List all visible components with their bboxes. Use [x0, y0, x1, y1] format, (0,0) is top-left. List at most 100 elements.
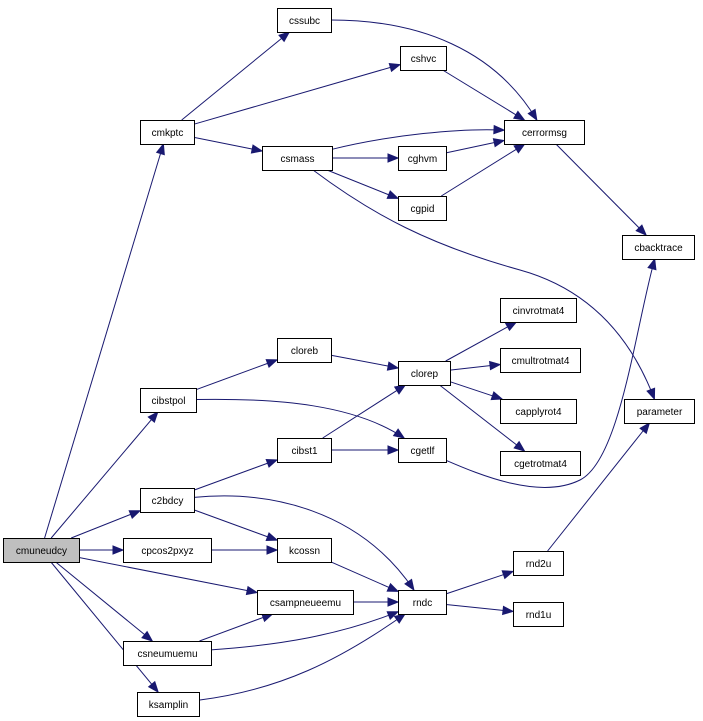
node-label: cmkptc	[152, 128, 184, 139]
arrowhead-icon	[404, 578, 415, 592]
edge-cloreb-to-clorep	[330, 354, 400, 371]
node-cshvc[interactable]: cshvc	[400, 46, 447, 71]
node-cghvm[interactable]: cghvm	[398, 146, 447, 171]
edge-cmuneudcy-to-c2bdcy	[71, 510, 142, 539]
node-kcossn[interactable]: kcossn	[277, 538, 332, 563]
arrowhead-icon	[266, 545, 279, 555]
node-cgpid[interactable]: cgpid	[398, 196, 447, 221]
node-clorep[interactable]: clorep	[398, 361, 451, 386]
edge-line	[555, 143, 641, 229]
edge-rndc-to-rnd2u	[445, 570, 515, 595]
edge-line	[322, 389, 398, 439]
node-cbacktrace[interactable]: cbacktrace	[622, 235, 695, 260]
edge-cghvm-to-cerrormsg	[445, 138, 506, 154]
node-cibst1[interactable]: cibst1	[277, 438, 332, 463]
edge-cmuneudcy-to-cibstpol	[50, 410, 159, 539]
node-cssubc[interactable]: cssubc	[277, 8, 332, 33]
node-box	[277, 8, 332, 33]
edge-cmuneudcy-to-cpcos2pxyz	[79, 545, 125, 555]
arrowhead-icon	[112, 545, 125, 555]
arrowhead-icon	[265, 532, 279, 542]
node-box	[123, 641, 212, 666]
edge-csmass-to-parameter	[312, 169, 656, 401]
node-cloreb[interactable]: cloreb	[277, 338, 332, 363]
edge-c2bdcy-to-rndc	[193, 495, 415, 592]
edge-line	[441, 148, 518, 197]
node-csneumuemu[interactable]: csneumuemu	[123, 641, 212, 666]
node-label: cerrormsg	[522, 128, 567, 139]
node-cmuneudcy[interactable]: cmuneudcy	[3, 538, 80, 563]
edge-cgpid-to-cerrormsg	[441, 143, 526, 197]
node-box	[140, 488, 195, 513]
edge-cshvc-to-cerrormsg	[442, 69, 526, 121]
edge-cibstpol-to-cgetlf	[195, 398, 406, 439]
edge-line	[199, 616, 265, 642]
node-cibstpol[interactable]: cibstpol	[140, 388, 197, 413]
node-cgetrotmat4[interactable]: cgetrotmat4	[500, 451, 581, 476]
edge-csneumuemu-to-csampneueemu	[199, 613, 274, 642]
edge-ksamplin-to-rndc	[198, 613, 407, 701]
node-box	[624, 399, 695, 424]
node-box	[400, 46, 447, 71]
node-c2bdcy[interactable]: c2bdcy	[140, 488, 195, 513]
node-cmultrotmat4[interactable]: cmultrotmat4	[500, 348, 581, 373]
edge-csneumuemu-to-rndc	[210, 611, 400, 651]
edge-csmass-to-cerrormsg	[331, 124, 506, 150]
arrowhead-icon	[493, 124, 506, 135]
node-box	[140, 120, 195, 145]
edge-line	[193, 509, 269, 538]
node-label: cghvm	[408, 154, 437, 165]
arrowhead-icon	[265, 359, 279, 368]
node-csampneueemu[interactable]: csampneueemu	[257, 590, 354, 615]
edge-clorep-to-cgetrotmat4	[439, 384, 526, 452]
edge-kcossn-to-rndc	[330, 561, 400, 592]
node-label: cmultrotmat4	[512, 356, 570, 367]
node-rnd1u[interactable]: rnd1u	[513, 602, 564, 627]
edge-line	[195, 362, 269, 391]
arrowhead-icon	[245, 585, 259, 596]
node-label: rnd2u	[526, 559, 552, 570]
node-box	[262, 146, 333, 171]
node-label: ksamplin	[149, 700, 188, 711]
edge-cmkptc-to-cssubc	[181, 31, 291, 121]
node-label: cgetlf	[411, 446, 435, 457]
node-ksamplin[interactable]: ksamplin	[137, 692, 200, 717]
arrowhead-icon	[387, 153, 400, 163]
node-box	[513, 551, 564, 576]
node-rnd2u[interactable]: rnd2u	[513, 551, 564, 576]
node-box	[277, 538, 332, 563]
edge-line	[193, 462, 269, 491]
node-label: capplyrot4	[515, 407, 562, 418]
node-label: cgetrotmat4	[514, 459, 567, 470]
arrowhead-icon	[504, 321, 518, 332]
edge-line	[439, 384, 518, 446]
edge-line	[50, 418, 153, 539]
edge-cmuneudcy-to-ksamplin	[50, 561, 159, 694]
node-cgetlf[interactable]: cgetlf	[398, 438, 447, 463]
node-cpcos2pxyz[interactable]: cpcos2pxyz	[123, 538, 212, 563]
node-label: rndc	[413, 598, 432, 609]
arrowhead-icon	[646, 387, 656, 401]
edge-cmuneudcy-to-csampneueemu	[78, 557, 259, 596]
node-box	[622, 235, 695, 260]
node-box	[500, 298, 577, 323]
node-cerrormsg[interactable]: cerrormsg	[504, 120, 585, 145]
node-rndc[interactable]: rndc	[398, 590, 447, 615]
node-cinvrotmat4[interactable]: cinvrotmat4	[500, 298, 577, 323]
node-parameter[interactable]: parameter	[624, 399, 695, 424]
node-box	[140, 388, 197, 413]
edge-line	[445, 258, 656, 488]
node-cmkptc[interactable]: cmkptc	[140, 120, 195, 145]
edge-cibstpol-to-cloreb	[195, 359, 279, 391]
arrowhead-icon	[502, 605, 515, 616]
arrowhead-icon	[388, 63, 402, 73]
node-capplyrot4[interactable]: capplyrot4	[500, 399, 577, 424]
edge-line	[449, 365, 492, 371]
node-label: csampneueemu	[270, 598, 341, 609]
node-csmass[interactable]: csmass	[262, 146, 333, 171]
edge-layer	[44, 19, 657, 701]
edge-line	[331, 129, 505, 150]
node-label: cssubc	[289, 16, 320, 27]
node-label: cinvrotmat4	[513, 306, 565, 317]
arrowhead-icon	[513, 440, 526, 452]
